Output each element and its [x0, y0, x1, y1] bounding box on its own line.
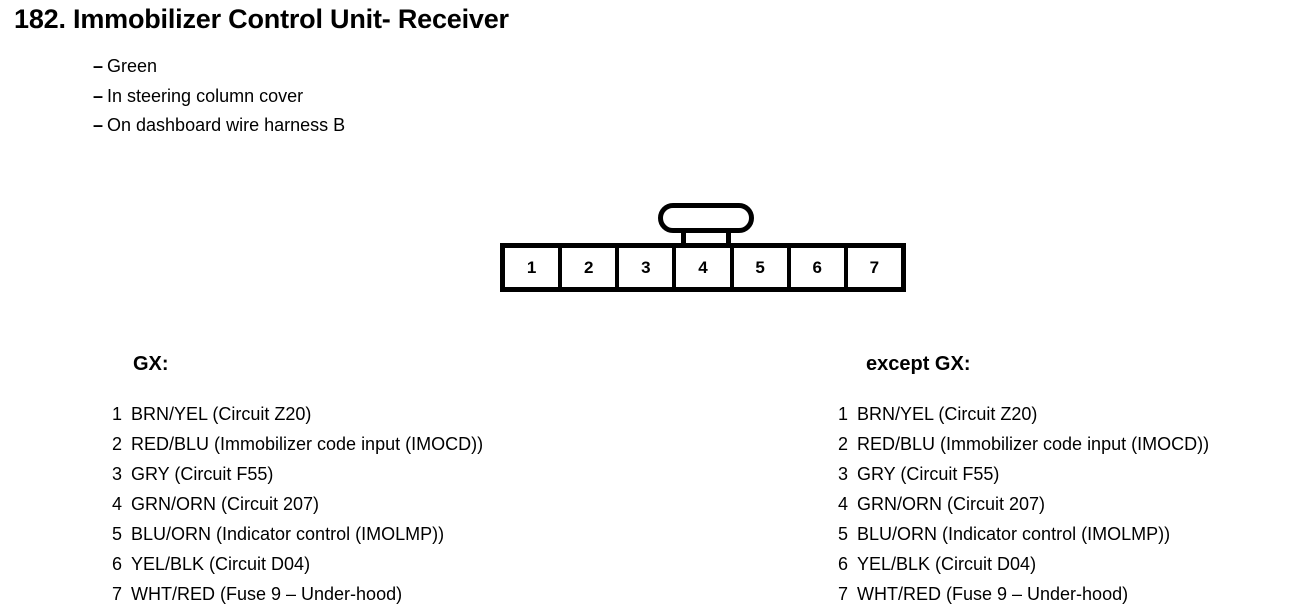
- pin-cell-3: 3: [619, 248, 673, 287]
- pin-row: 3 GRY (Circuit F55): [838, 459, 1312, 489]
- note-dash-icon: –: [93, 56, 104, 76]
- connector-latch-tab-icon: [658, 203, 754, 233]
- pin-description: WHT/RED (Fuse 9 – Under-hood): [131, 584, 403, 604]
- pin-number: 1: [112, 404, 123, 424]
- pin-description: BLU/ORN (Indicator control (IMOLMP)): [857, 524, 1171, 544]
- pin-cell-2: 2: [562, 248, 616, 287]
- note-label: Green: [107, 56, 158, 76]
- note-dash-icon: –: [93, 115, 104, 135]
- pin-number: 4: [112, 494, 123, 514]
- pin-list-gx-heading: GX:: [133, 353, 169, 375]
- connector-body: 1 2 3 4 5 6 7: [500, 243, 906, 292]
- pin-number: 7: [112, 584, 123, 604]
- pin-cell-4: 4: [676, 248, 730, 287]
- pin-list-except-gx-rows: 1 BRN/YEL (Circuit Z20) 2 RED/BLU (Immobil…: [838, 399, 1312, 609]
- pin-description: BRN/YEL (Circuit Z20): [857, 404, 1038, 424]
- pin-number: 5: [112, 524, 123, 544]
- pin-description: BLU/ORN (Indicator control (IMOLMP)): [131, 524, 445, 544]
- pin-row: 1 BRN/YEL (Circuit Z20): [838, 399, 1312, 429]
- pin-description: GRY (Circuit F55): [131, 464, 274, 484]
- pin-number: 7: [838, 584, 849, 604]
- pin-row: 6 YEL/BLK (Circuit D04): [112, 549, 592, 579]
- connector-diagram: 1 2 3 4 5 6 7: [500, 203, 910, 295]
- pin-row: 3 GRY (Circuit F55): [112, 459, 592, 489]
- pin-description: WHT/RED (Fuse 9 – Under-hood): [857, 584, 1129, 604]
- pin-number: 2: [838, 434, 849, 454]
- pin-number: 3: [112, 464, 123, 484]
- notes-list: –Green –In steering column cover –On das…: [93, 52, 345, 141]
- pin-description: YEL/BLK (Circuit D04): [131, 554, 311, 574]
- pin-row: 4 GRN/ORN (Circuit 207): [838, 489, 1312, 519]
- pin-number: 1: [838, 404, 849, 424]
- pin-row: 7 WHT/RED (Fuse 9 – Under-hood): [112, 579, 592, 609]
- note-item: –In steering column cover: [93, 82, 345, 112]
- pin-description: RED/BLU (Immobilizer code input (IMOCD)): [131, 434, 484, 454]
- note-item: –On dashboard wire harness B: [93, 111, 345, 141]
- pin-row: 5 BLU/ORN (Indicator control (IMOLMP)): [112, 519, 592, 549]
- pin-number: 6: [838, 554, 849, 574]
- pin-cell-7: 7: [847, 248, 901, 287]
- pin-description: BRN/YEL (Circuit Z20): [131, 404, 312, 424]
- note-dash-icon: –: [93, 85, 104, 106]
- pin-description: GRN/ORN (Circuit 207): [131, 494, 320, 514]
- page-title: 182. Immobilizer Control Unit- Receiver: [14, 4, 509, 34]
- pin-list-except-gx-heading: except GX:: [866, 353, 971, 375]
- pin-number: 4: [838, 494, 849, 514]
- pin-cell-5: 5: [733, 248, 787, 287]
- pin-description: YEL/BLK (Circuit D04): [857, 554, 1037, 574]
- pin-list-except-gx: except GX: 1 BRN/YEL (Circuit Z20) 2 RED/B…: [838, 352, 1209, 604]
- pin-cell-1: 1: [505, 248, 559, 287]
- pin-list-gx: GX: 1 BRN/YEL (Circuit Z20) 2 RED/BLU (Imm…: [112, 352, 483, 604]
- pin-row: 2 RED/BLU (Immobilizer code input (IMOCD)…: [112, 429, 592, 459]
- pin-list-gx-rows: 1 BRN/YEL (Circuit Z20) 2 RED/BLU (Immobil…: [112, 399, 592, 609]
- pin-number: 6: [112, 554, 123, 574]
- pin-number: 5: [838, 524, 849, 544]
- note-label: In steering column cover: [107, 85, 304, 106]
- pin-row: 7 WHT/RED (Fuse 9 – Under-hood): [838, 579, 1312, 609]
- pin-cell-6: 6: [790, 248, 844, 287]
- pin-description: GRY (Circuit F55): [857, 464, 1000, 484]
- pin-row: 6 YEL/BLK (Circuit D04): [838, 549, 1312, 579]
- note-item: –Green: [93, 52, 345, 82]
- pin-row: 1 BRN/YEL (Circuit Z20): [112, 399, 592, 429]
- pin-description: GRN/ORN (Circuit 207): [857, 494, 1046, 514]
- pin-description: RED/BLU (Immobilizer code input (IMOCD)): [857, 434, 1210, 454]
- pin-number: 2: [112, 434, 123, 454]
- pin-row: 4 GRN/ORN (Circuit 207): [112, 489, 592, 519]
- pin-number: 3: [838, 464, 849, 484]
- note-label: On dashboard wire harness B: [107, 115, 346, 135]
- pin-row: 5 BLU/ORN (Indicator control (IMOLMP)): [838, 519, 1312, 549]
- pin-row: 2 RED/BLU (Immobilizer code input (IMOCD)…: [838, 429, 1312, 459]
